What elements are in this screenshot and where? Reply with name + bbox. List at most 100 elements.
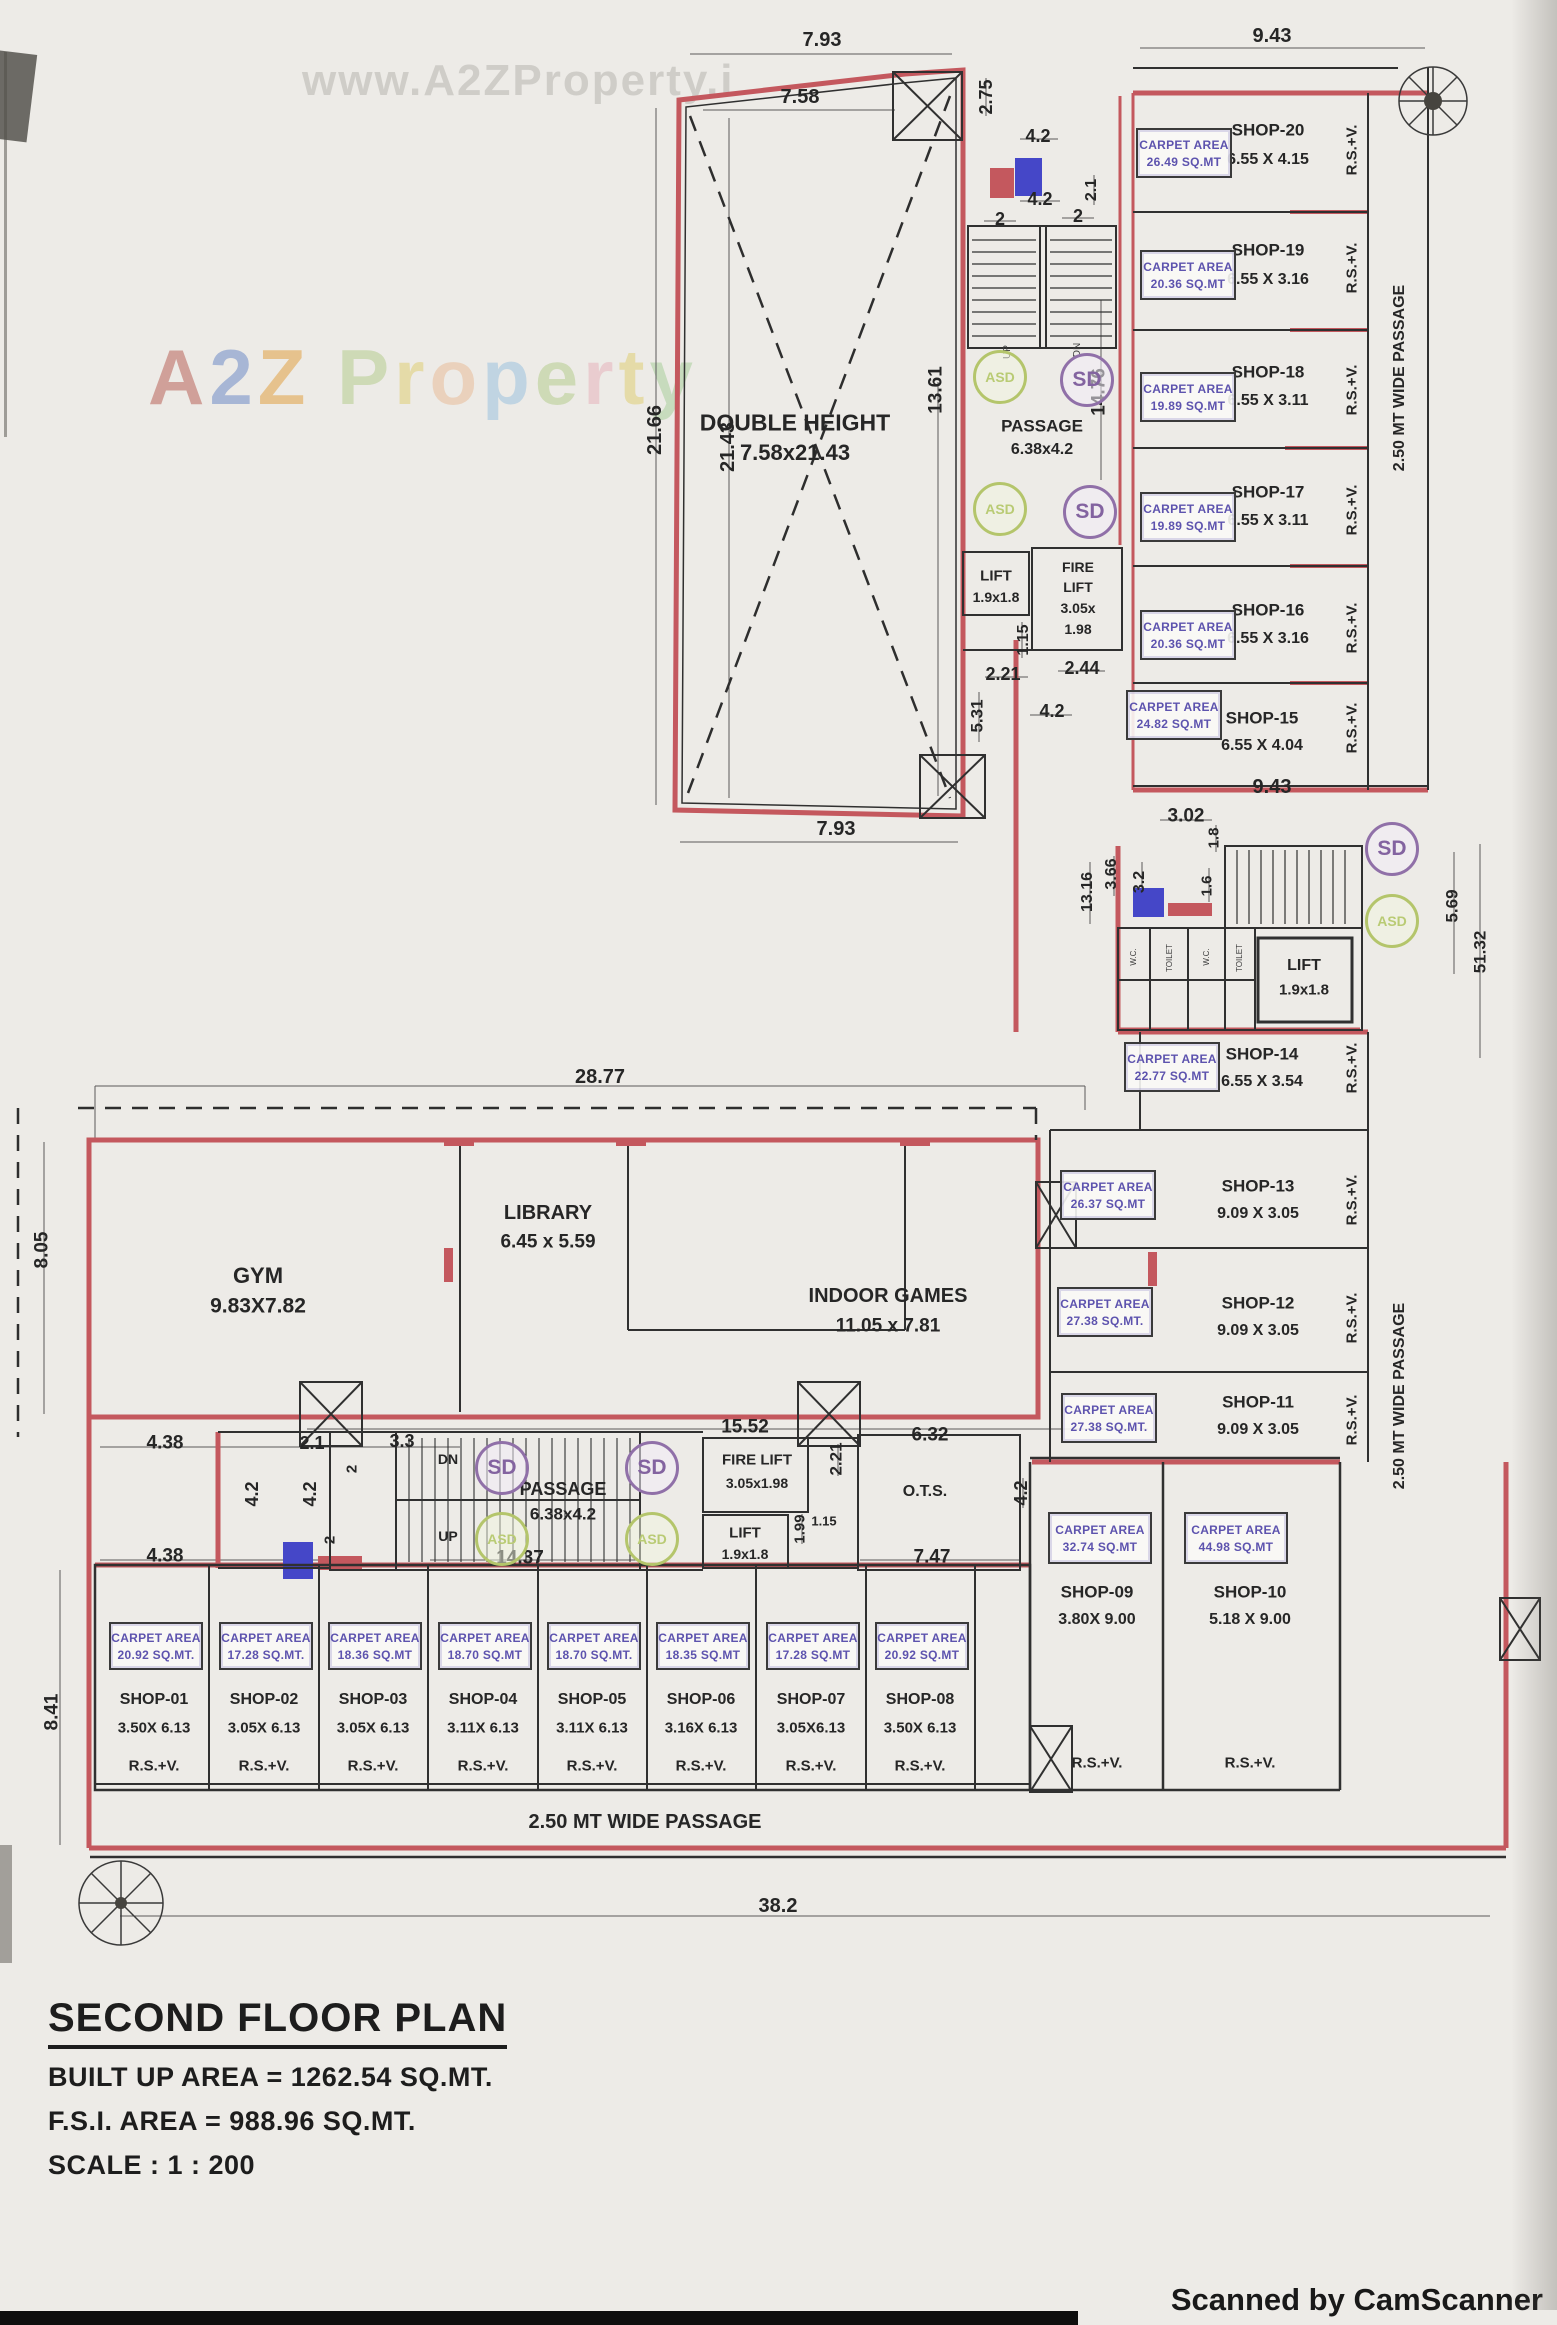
dim-793-bot: 7.93	[816, 818, 856, 840]
double-height-dims: 7.58x21.43	[739, 440, 851, 465]
shop-10-dims: 5.18 X 9.00	[1209, 1611, 1291, 1628]
toilet-male: TOILET	[1165, 944, 1174, 972]
shop-01-dims: 3.50X 6.13	[117, 1719, 191, 1737]
shop-12-dims: 9.09 X 3.05	[1217, 1322, 1299, 1339]
dim-747: 7.47	[913, 1546, 951, 1568]
dim-943-top: 9.43	[1252, 25, 1292, 47]
badge-sd-mid-2: SD	[625, 1441, 679, 1495]
dim-221a: 2.21	[985, 664, 1021, 684]
dim-302: 3.02	[1167, 805, 1205, 827]
carpet-shop-13: CARPET AREA 26.37 SQ.MT	[1060, 1170, 1156, 1220]
dim-2166: 21.66	[644, 404, 666, 456]
dim-758: 7.58	[780, 86, 820, 108]
carpet-shop-08-line2: 20.92 SQ.MT	[884, 1647, 960, 1662]
library-dims: 6.45 x 5.59	[500, 1231, 596, 1253]
rsv-20: R.S.+V.	[1343, 124, 1361, 176]
passage-top-label: PASSAGE	[1001, 416, 1083, 436]
dim-2d: 2	[321, 1535, 339, 1545]
shop-02-label: SHOP-02	[229, 1691, 299, 1708]
shop-16-dims: 6.55 X 3.16	[1227, 630, 1309, 647]
shop-05-dims: 3.11X 6.13	[556, 1719, 628, 1737]
carpet-shop-12-line2: 27.38 SQ.MT.	[1066, 1313, 1144, 1328]
carpet-shop-17-line1: CARPET AREA	[1143, 501, 1233, 516]
camscanner-credit: Scanned by CamScanner	[1170, 2282, 1543, 2317]
carpet-shop-01-line1: CARPET AREA	[111, 1630, 201, 1645]
carpet-shop-13-line1: CARPET AREA	[1063, 1179, 1153, 1194]
fire-lift-top-l4: 1.98	[1064, 621, 1092, 637]
shop-05-label: SHOP-05	[557, 1691, 627, 1708]
rsv-07: R.S.+V.	[785, 1757, 837, 1775]
dim-1552: 15.52	[721, 1416, 769, 1438]
dim-5132: 51.32	[1470, 930, 1490, 974]
badge-asd-mid-1: ASD	[475, 1512, 529, 1566]
watermark-letter: A	[148, 333, 210, 421]
toilet-female: TOILET	[1235, 944, 1244, 972]
carpet-shop-04-line2: 18.70 SQ.MT	[447, 1647, 523, 1662]
gym-label: GYM	[232, 1263, 284, 1288]
dim-2877: 28.77	[574, 1066, 626, 1088]
rsv-01: R.S.+V.	[128, 1757, 180, 1775]
watermark-url: www.A2ZProperty.i	[302, 56, 735, 105]
lift-mid-label: LIFT	[1287, 957, 1321, 974]
carpet-shop-03-line1: CARPET AREA	[330, 1630, 420, 1645]
carpet-shop-17: CARPET AREA 19.89 SQ.MT	[1140, 492, 1236, 542]
shop-14-label: SHOP-14	[1225, 1044, 1299, 1064]
passage-top-dims: 6.38x4.2	[1010, 441, 1074, 458]
dim-199: 1.99	[791, 1514, 809, 1544]
lift-mid2-dims: 1.9x1.8	[721, 1546, 769, 1562]
wc-1: W.C.	[1129, 948, 1138, 966]
lift-mid2-label: LIFT	[729, 1524, 761, 1542]
dim-42e: 4.2	[300, 1481, 320, 1507]
shop-11-dims: 9.09 X 3.05	[1217, 1421, 1299, 1438]
badge-sd-top-1: SD	[1060, 353, 1114, 407]
dim-943-bot: 9.43	[1252, 776, 1292, 798]
shop-09-label: SHOP-09	[1060, 1582, 1134, 1602]
carpet-shop-17-line2: 19.89 SQ.MT	[1150, 518, 1226, 533]
lift-mid-dims: 1.9x1.8	[1278, 981, 1330, 999]
scan-bottom-bar	[0, 2311, 1078, 2325]
dim-531: 5.31	[967, 699, 987, 733]
shop-14-dims: 6.55 X 3.54	[1221, 1073, 1303, 1090]
rsv-18: R.S.+V.	[1343, 364, 1361, 416]
double-height-label: DOUBLE HEIGHT	[699, 409, 891, 436]
shop-19-label: SHOP-19	[1231, 240, 1305, 260]
dim-115b: 1.15	[811, 1513, 837, 1529]
rsv-10: R.S.+V.	[1224, 1754, 1276, 1772]
shop-15-label: SHOP-15	[1225, 708, 1299, 728]
carpet-shop-09-line1: CARPET AREA	[1055, 1522, 1145, 1537]
carpet-shop-13-line2: 26.37 SQ.MT	[1070, 1196, 1146, 1211]
shop-06-label: SHOP-06	[666, 1691, 736, 1708]
lift-top-dims: 1.9x1.8	[972, 589, 1020, 605]
dim-805: 8.05	[31, 1231, 53, 1269]
shop-16-label: SHOP-16	[1231, 600, 1305, 620]
dim-2a: 2	[994, 209, 1006, 229]
rsv-15: R.S.+V.	[1343, 702, 1361, 754]
carpet-shop-01-line2: 20.92 SQ.MT.	[117, 1647, 195, 1662]
rsv-12: R.S.+V.	[1343, 1292, 1361, 1344]
dim-32: 3.2	[1131, 870, 1148, 894]
carpet-shop-06-line1: CARPET AREA	[658, 1630, 748, 1645]
watermark-letter: e	[534, 333, 584, 421]
watermark-letter: P	[337, 333, 395, 421]
shop-13-dims: 9.09 X 3.05	[1217, 1205, 1299, 1222]
rsv-17: R.S.+V.	[1343, 484, 1361, 536]
carpet-shop-14-line2: 22.77 SQ.MT	[1134, 1068, 1210, 1083]
carpet-shop-15-line1: CARPET AREA	[1129, 699, 1219, 714]
dim-366: 3.66	[1103, 858, 1120, 890]
carpet-shop-20-line1: CARPET AREA	[1139, 137, 1229, 152]
dim-382: 38.2	[758, 1895, 798, 1917]
carpet-shop-05-line1: CARPET AREA	[549, 1630, 639, 1645]
carpet-shop-05-line2: 18.70 SQ.MT.	[555, 1647, 633, 1662]
scan-blot	[0, 1845, 12, 1963]
rsv-11: R.S.+V.	[1343, 1394, 1361, 1446]
lift-top-label: LIFT	[980, 567, 1012, 585]
shop-13-label: SHOP-13	[1221, 1176, 1295, 1196]
